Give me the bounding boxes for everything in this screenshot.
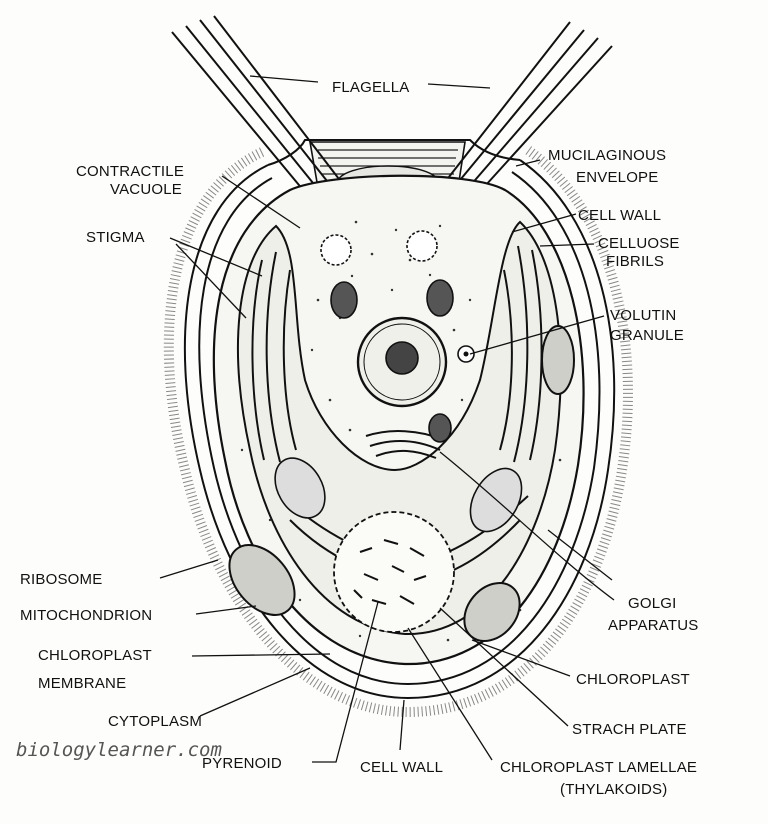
label-stigma: STIGMA [86,229,145,246]
leader-contractile [221,175,301,229]
mucilaginous-envelope [163,145,633,718]
label-golgi-2: APPARATUS [608,617,698,634]
leader-cytoplasm [199,667,311,717]
label-mucilaginous-1: MUCILAGINOUS [548,147,666,164]
contractile-vacuole-right [406,230,438,262]
pyrenoid-inclusions [353,539,427,605]
leader-ribosome [159,559,219,579]
mitochondrion-inner-right [426,279,454,317]
label-contractile-vacuole-2: VACUOLE [110,181,182,198]
leader-lines [159,75,615,763]
label-celluose-1: CELLUOSE [598,235,680,252]
leader-flagella-right [427,83,491,89]
label-contractile-vacuole-1: CONTRACTILE [76,163,184,180]
label-pyrenoid: PYRENOID [202,755,282,772]
leader-pyrenoid [312,601,379,763]
contractile-vacuole-left [320,234,352,266]
mitochondrion-left [228,544,296,616]
mitochondrion-right-upper [541,325,575,395]
mitochondrion-inner-left [330,281,358,319]
anterior-invagination [267,139,521,166]
chloroplast [237,220,562,636]
label-cytoplasm: CYTOPLASM [108,713,202,730]
leader-lamellae [407,627,493,761]
leader-flagella-left [249,75,319,83]
leader-strach-plate [439,607,569,727]
label-volutin-2: GRANULE [610,327,684,344]
watermark: biologylearner.com [16,739,222,761]
label-chloroplast-membrane-1: CHLOROPLAST [38,647,152,664]
label-cell-wall-bottom: CELL WALL [360,759,443,776]
label-golgi-1: GOLGI [628,595,677,612]
leader-mucilaginous [515,159,541,167]
leader-mitochondrion [195,605,257,615]
label-lamellae-1: CHLOROPLAST LAMELLAE [500,759,697,776]
leader-cell-wall-top [511,213,577,233]
pyrenoid [333,511,455,633]
leader-celluose [539,243,595,247]
leader-chloroplast [471,639,571,677]
label-celluose-2: FIBRILS [606,253,664,270]
leader-cell-wall-bottom [399,699,405,751]
mitochondrion-inner-lower [428,413,452,443]
label-chloroplast-membrane-2: MEMBRANE [38,675,126,692]
label-cell-wall-top: CELL WALL [578,207,661,224]
leader-chloroplast-membrane [191,653,331,657]
label-chloroplast: CHLOROPLAST [576,671,690,688]
label-mucilaginous-2: ENVELOPE [576,169,658,186]
cell-wall-inner [198,171,601,686]
nucleolus [385,341,419,375]
starch-plate-left [274,457,326,519]
label-ribosome: RIBOSOME [20,571,102,588]
label-flagella: FLAGELLA [332,79,409,96]
leader-golgi [439,451,615,601]
leader-golgi-2 [547,529,613,581]
leader-stigma-2 [175,243,247,319]
leader-stigma-1 [169,237,263,277]
label-volutin-1: VOLUTIN [610,307,676,324]
nucleus-membrane-inner [363,323,441,401]
cell-wall [183,159,616,700]
label-mitochondrion: MITOCHONDRION [20,607,152,624]
label-lamellae-2: (THYLAKOIDS) [560,781,667,798]
label-strach-plate: STRACH PLATE [572,721,687,738]
leader-volutin [469,315,605,355]
volutin-granule-core [463,351,469,357]
